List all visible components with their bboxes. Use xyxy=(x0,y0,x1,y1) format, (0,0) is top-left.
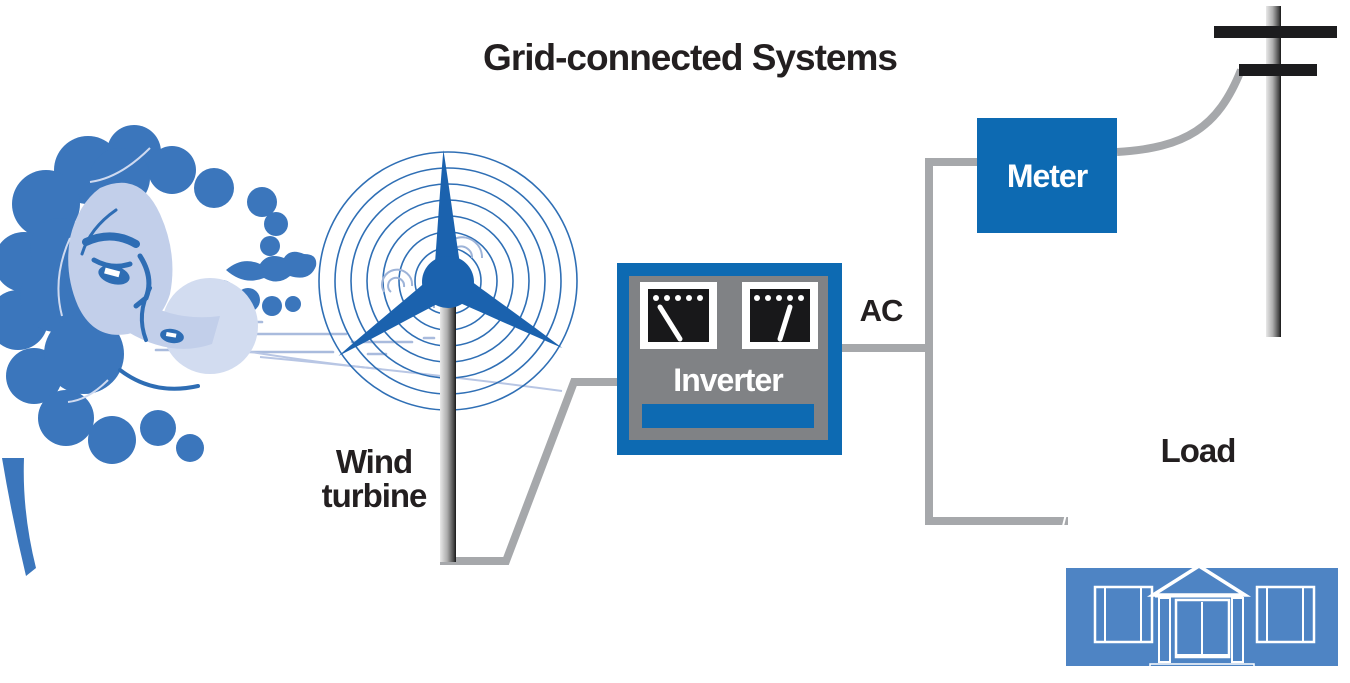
wiring xyxy=(440,68,1245,565)
utility-pole-icon xyxy=(1214,6,1337,337)
pole-crossarm-top xyxy=(1214,26,1337,38)
wire-meter-to-pole xyxy=(1116,68,1245,156)
wind-face-features xyxy=(57,147,200,403)
chimney xyxy=(1085,445,1109,481)
house-icon xyxy=(1051,445,1347,681)
turbine-tower xyxy=(440,292,456,562)
inverter-slot xyxy=(642,404,814,428)
inverter-label: Inverter xyxy=(673,362,783,398)
wind-turbine-label-line1: Wind xyxy=(336,443,412,480)
meter-label: Meter xyxy=(1007,158,1088,194)
wind-turbine-icon xyxy=(318,150,578,562)
load-label: Load xyxy=(1161,432,1236,469)
gauge-icon-right xyxy=(742,282,818,349)
gauge-icon-left xyxy=(640,282,717,349)
page-title: Grid-connected Systems xyxy=(483,37,897,78)
window-left xyxy=(1093,585,1154,644)
meter-box: Meter xyxy=(977,118,1117,233)
turbine-blades xyxy=(338,150,563,356)
pole-crossarm-bottom xyxy=(1239,64,1317,76)
wire-turbine-to-inverter xyxy=(440,378,620,565)
house-step xyxy=(1149,663,1255,681)
door xyxy=(1174,598,1231,659)
ac-label: AC xyxy=(860,293,903,328)
wind-face-icon xyxy=(0,125,317,576)
wind-turbine-label-line2: turbine xyxy=(322,477,427,514)
wire-trunk-meter-to-house xyxy=(925,158,1068,525)
window-right xyxy=(1255,585,1316,644)
inverter-box: Inverter xyxy=(617,263,842,455)
portico xyxy=(1146,563,1252,663)
roof xyxy=(1051,469,1347,567)
